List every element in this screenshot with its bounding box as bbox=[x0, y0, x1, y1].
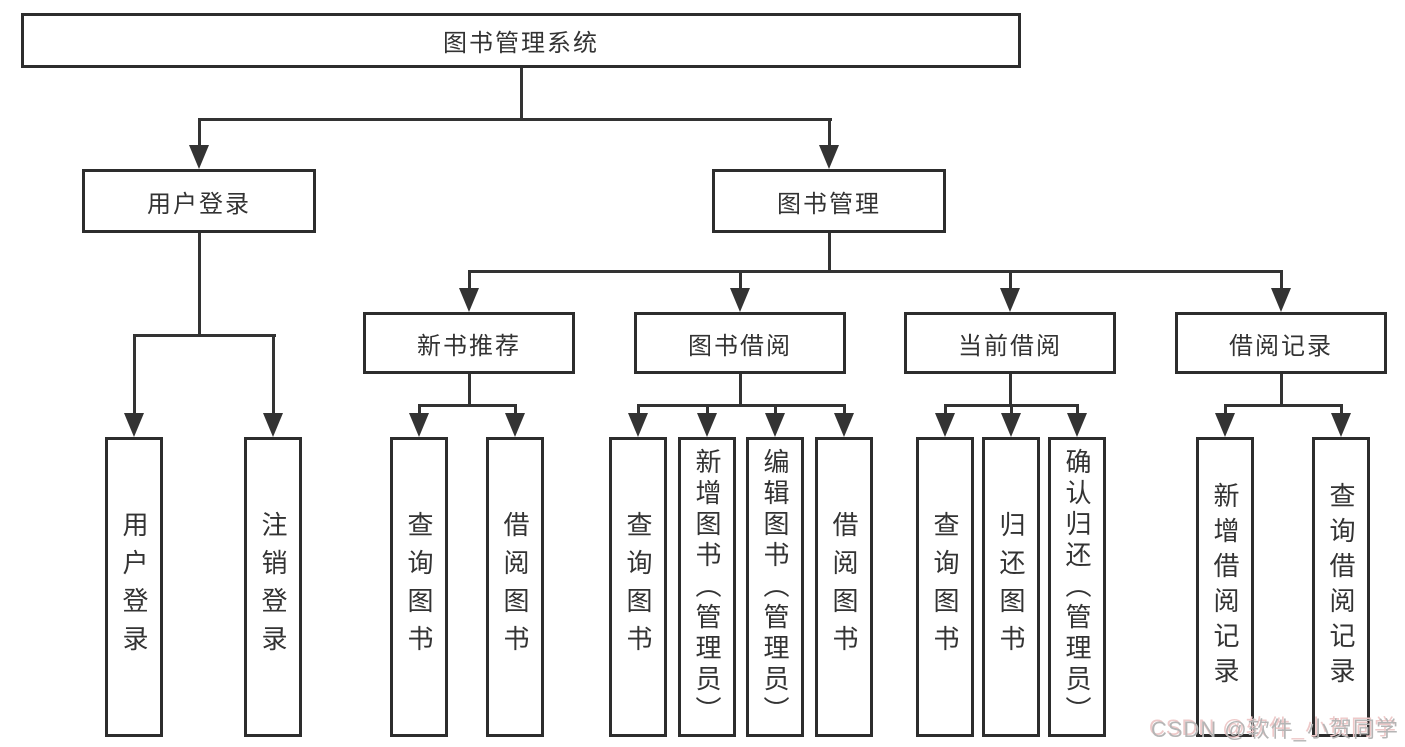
node-label: 图书管理 bbox=[777, 190, 881, 218]
arrowhead-icon bbox=[935, 413, 955, 437]
arrowhead-icon bbox=[628, 413, 648, 437]
leaf-label: 归还图书 bbox=[996, 511, 1026, 663]
connector-line bbox=[842, 407, 846, 415]
leaf-borrowing-edit-books-admin: 编辑图书（管理员） bbox=[746, 437, 804, 737]
leaf-current-query-books: 查询图书 bbox=[916, 437, 974, 737]
connector-line bbox=[1339, 407, 1343, 415]
leaf-label: 查询借阅记录 bbox=[1326, 482, 1356, 692]
leaf-records-query-record: 查询借阅记录 bbox=[1312, 437, 1370, 737]
arrowhead-icon bbox=[1331, 413, 1351, 437]
connector-line bbox=[132, 337, 136, 415]
leaf-borrowing-borrow-books: 借阅图书 bbox=[815, 437, 873, 737]
node-label: 图书管理系统 bbox=[443, 30, 599, 57]
connector-line bbox=[513, 407, 517, 415]
leaf-label: 查询图书 bbox=[930, 511, 960, 663]
leaf-label: 编辑图书（管理员） bbox=[760, 447, 790, 727]
connector-line bbox=[1008, 374, 1012, 406]
connector-line bbox=[197, 118, 201, 148]
arrowhead-icon bbox=[1271, 288, 1291, 312]
leaf-label: 新增借阅记录 bbox=[1210, 482, 1240, 692]
connector-line bbox=[519, 68, 523, 121]
connector-line bbox=[197, 118, 832, 121]
connector-line bbox=[271, 337, 275, 415]
connector-line bbox=[132, 334, 276, 337]
leaf-label: 用户登录 bbox=[119, 511, 149, 663]
arrowhead-icon bbox=[189, 145, 209, 169]
arrowhead-icon bbox=[730, 288, 750, 312]
leaf-recommend-query-books: 查询图书 bbox=[390, 437, 448, 737]
leaf-label: 确认归还（管理员） bbox=[1062, 447, 1092, 727]
arrowhead-icon bbox=[1001, 413, 1021, 437]
connector-line bbox=[467, 270, 1283, 273]
connector-line bbox=[1008, 273, 1012, 290]
connector-line bbox=[1279, 273, 1283, 290]
leaf-user-login: 用户登录 bbox=[105, 437, 163, 737]
leaf-current-return-books: 归还图书 bbox=[982, 437, 1040, 737]
connector-line bbox=[773, 407, 777, 415]
arrowhead-icon bbox=[409, 413, 429, 437]
connector-line bbox=[1279, 374, 1283, 406]
connector-line bbox=[827, 233, 831, 272]
connector-line bbox=[1009, 407, 1013, 415]
connector-line bbox=[943, 404, 1079, 407]
connector-line bbox=[417, 404, 517, 407]
connector-line bbox=[738, 273, 742, 290]
leaf-borrowing-query-books: 查询图书 bbox=[609, 437, 667, 737]
leaf-recommend-borrow-books: 借阅图书 bbox=[486, 437, 544, 737]
connector-line bbox=[467, 273, 471, 290]
node-borrow-records: 借阅记录 bbox=[1175, 312, 1387, 374]
arrowhead-icon bbox=[505, 413, 525, 437]
leaf-label: 新增图书（管理员） bbox=[692, 447, 722, 727]
node-book-management: 图书管理 bbox=[712, 169, 946, 233]
connector-line bbox=[1223, 407, 1227, 415]
connector-line bbox=[467, 374, 471, 406]
arrowhead-icon bbox=[1067, 413, 1087, 437]
connector-line bbox=[943, 407, 947, 415]
arrowhead-icon bbox=[819, 145, 839, 169]
arrowhead-icon bbox=[834, 413, 854, 437]
node-user-login: 用户登录 bbox=[82, 169, 316, 233]
arrowhead-icon bbox=[124, 413, 144, 437]
arrowhead-icon bbox=[459, 288, 479, 312]
connector-line bbox=[636, 404, 846, 407]
connector-line bbox=[197, 233, 201, 336]
leaf-label: 注销登录 bbox=[258, 511, 288, 663]
arrowhead-icon bbox=[697, 413, 717, 437]
connector-line bbox=[636, 407, 640, 415]
leaf-label: 查询图书 bbox=[404, 511, 434, 663]
leaf-label: 查询图书 bbox=[623, 511, 653, 663]
leaf-logout: 注销登录 bbox=[244, 437, 302, 737]
leaf-label: 借阅图书 bbox=[829, 511, 859, 663]
leaf-borrowing-add-books-admin: 新增图书（管理员） bbox=[678, 437, 736, 737]
leaf-records-add-record: 新增借阅记录 bbox=[1196, 437, 1254, 737]
leaf-label: 借阅图书 bbox=[500, 511, 530, 663]
connector-line bbox=[1075, 407, 1079, 415]
connector-line bbox=[827, 118, 831, 148]
connector-line bbox=[738, 374, 742, 406]
node-library-management-system: 图书管理系统 bbox=[21, 13, 1021, 68]
node-label: 当前借阅 bbox=[958, 332, 1062, 360]
node-label: 用户登录 bbox=[147, 190, 251, 218]
node-current-borrowing: 当前借阅 bbox=[904, 312, 1116, 374]
node-new-book-recommend: 新书推荐 bbox=[363, 312, 575, 374]
arrowhead-icon bbox=[1000, 288, 1020, 312]
node-label: 借阅记录 bbox=[1229, 332, 1333, 360]
arrowhead-icon bbox=[765, 413, 785, 437]
arrowhead-icon bbox=[1215, 413, 1235, 437]
leaf-current-confirm-return-admin: 确认归还（管理员） bbox=[1048, 437, 1106, 737]
node-book-borrowing: 图书借阅 bbox=[634, 312, 846, 374]
connector-line bbox=[417, 407, 421, 415]
connector-line bbox=[705, 407, 709, 415]
arrowhead-icon bbox=[263, 413, 283, 437]
connector-line bbox=[1223, 404, 1343, 407]
node-label: 图书借阅 bbox=[688, 332, 792, 360]
csdn-watermark: CSDN @软件_小贺同学 bbox=[1150, 717, 1399, 742]
node-label: 新书推荐 bbox=[417, 332, 521, 360]
